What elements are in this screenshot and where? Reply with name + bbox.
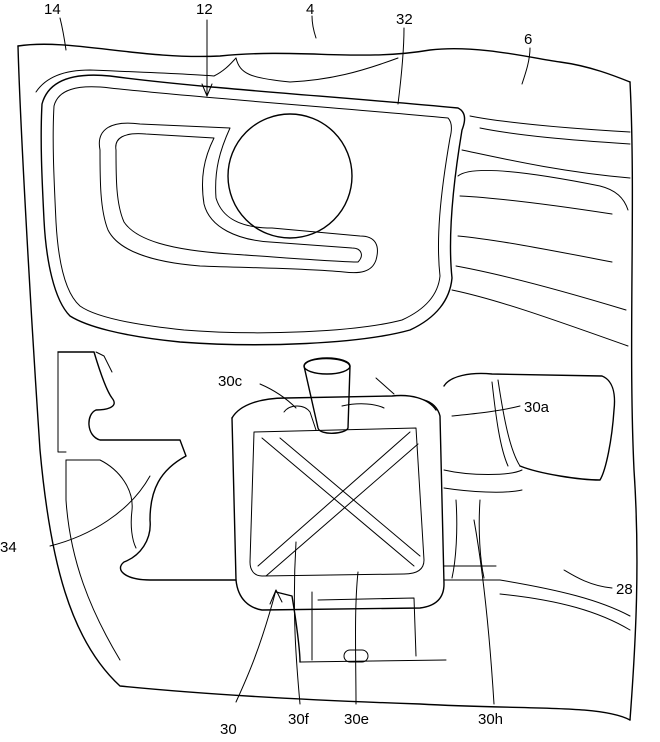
duct-panel <box>57 351 237 661</box>
label-28: 28 <box>616 581 633 598</box>
label-30: 30 <box>220 721 237 738</box>
label-30f: 30f <box>288 711 310 728</box>
grille-structure <box>451 115 631 347</box>
label-4: 4 <box>306 1 314 18</box>
label-12: 12 <box>196 1 213 18</box>
label-30h: 30h <box>478 711 503 728</box>
leader-lines <box>49 15 613 705</box>
label-6: 6 <box>524 31 532 48</box>
body-panel <box>17 43 638 721</box>
label-14: 14 <box>44 1 61 18</box>
label-30c: 30c <box>218 373 243 390</box>
headlamp-unit <box>40 74 466 346</box>
label-32: 32 <box>396 11 413 28</box>
washer-tank <box>231 357 447 663</box>
reference-labels: 14 12 4 32 6 30c 30a 34 28 30 30f 30e 30… <box>0 1 633 738</box>
label-30a: 30a <box>524 399 550 416</box>
label-34: 34 <box>0 539 17 556</box>
support-bracket <box>443 372 631 631</box>
label-30e: 30e <box>344 711 369 728</box>
